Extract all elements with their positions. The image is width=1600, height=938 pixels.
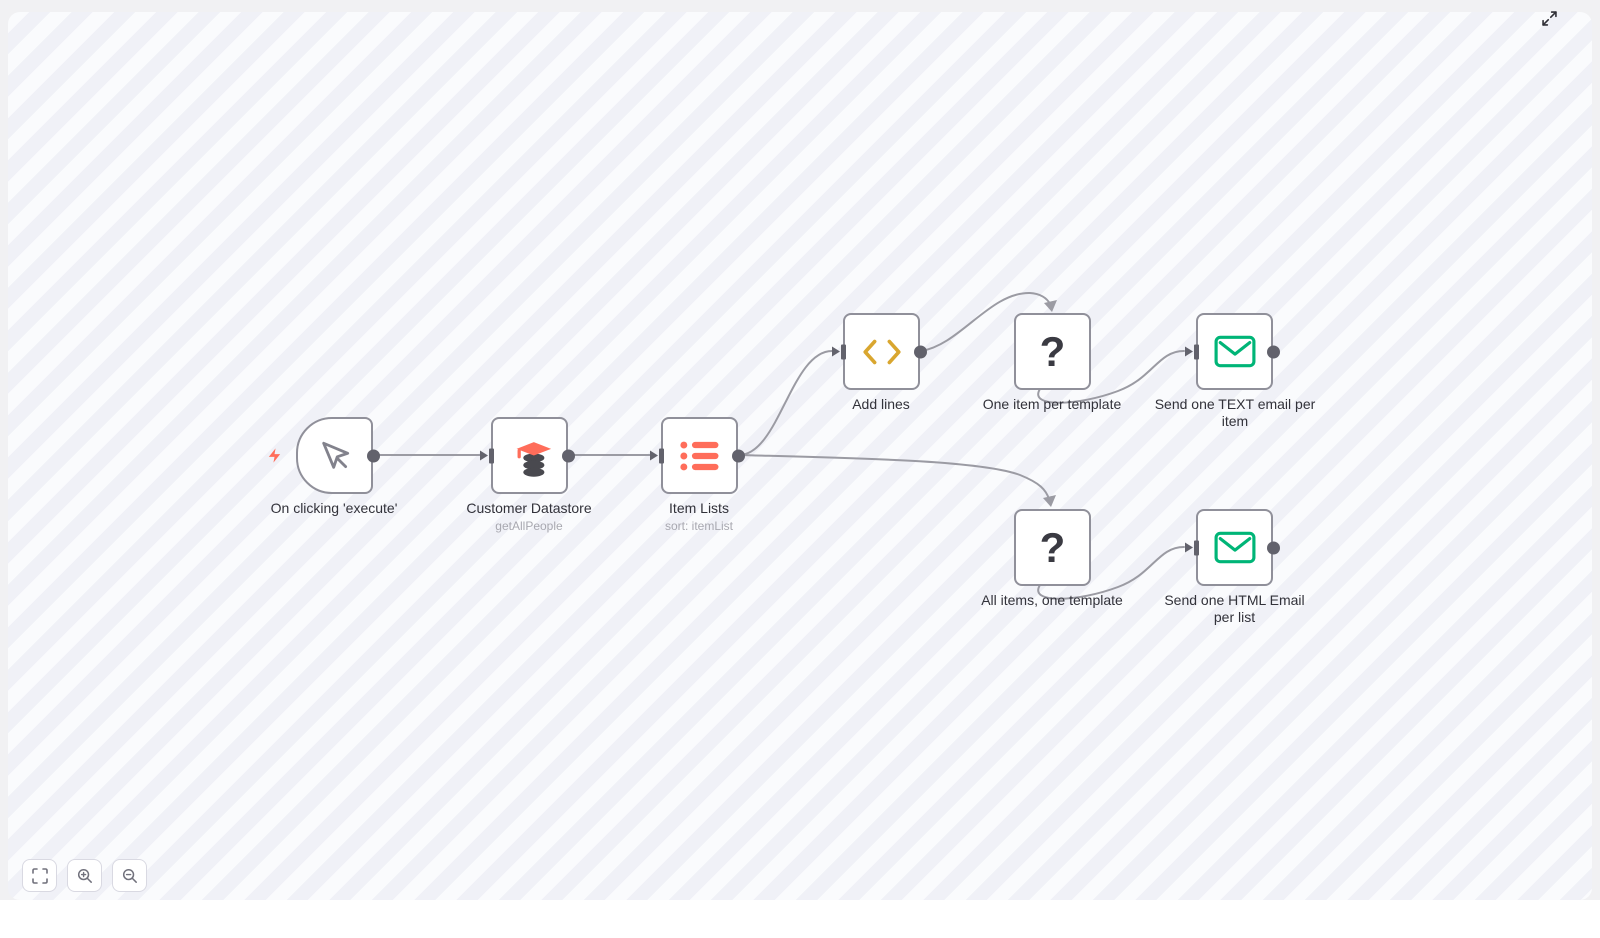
connection-itemlists-allitems[interactable] — [738, 454, 1050, 500]
bottom-strip — [0, 900, 1600, 938]
node-customer-datastore[interactable] — [489, 417, 575, 494]
input-port[interactable] — [1194, 540, 1199, 555]
connection-arrow — [1043, 495, 1056, 507]
node-label: On clicking 'execute' — [270, 500, 398, 516]
zoom-in-icon — [77, 868, 92, 883]
input-port[interactable] — [841, 344, 846, 359]
node-add-lines[interactable] — [841, 313, 927, 390]
list-icon — [679, 441, 718, 470]
input-port[interactable] — [489, 448, 494, 463]
question-mark-icon: ? — [1039, 327, 1066, 375]
code-brackets-icon — [862, 339, 901, 364]
node-one-item-per-template[interactable]: ? — [1014, 313, 1091, 390]
input-port[interactable] — [659, 448, 664, 463]
node-label: One item per template — [982, 396, 1122, 412]
node-label: Item Lists — [669, 500, 729, 516]
output-port[interactable] — [914, 345, 927, 358]
envelope-icon — [1214, 335, 1255, 368]
connection-oneitem-sendtext[interactable] — [1037, 350, 1185, 404]
graduation-cap-database-icon — [516, 441, 551, 477]
fit-view-icon — [31, 867, 48, 884]
output-port[interactable] — [562, 449, 575, 462]
zoom-out-button[interactable] — [112, 859, 147, 892]
node-label: Send one TEXT email per item — [1154, 396, 1316, 429]
node-label: Customer Datastore — [466, 500, 592, 516]
output-port[interactable] — [1267, 541, 1280, 554]
input-port[interactable] — [1194, 344, 1199, 359]
node-on-clicking-execute[interactable] — [296, 417, 380, 494]
node-subtitle: getAllPeople — [495, 519, 563, 533]
node-subtitle: sort: itemList — [664, 519, 733, 533]
zoom-out-icon — [122, 868, 137, 883]
connection-addlines-oneitem[interactable] — [920, 291, 1051, 352]
envelope-icon — [1214, 531, 1255, 564]
fit-view-button[interactable] — [22, 859, 57, 892]
lightning-bolt-icon — [268, 448, 281, 463]
canvas-controls — [22, 859, 147, 892]
connection-itemlists-addlines[interactable] — [738, 350, 833, 456]
node-label: Add lines — [852, 396, 910, 412]
connection-allitems-sendhtml[interactable] — [1037, 546, 1185, 600]
output-port[interactable] — [1267, 345, 1280, 358]
expand-icon — [1541, 10, 1557, 26]
zoom-in-button[interactable] — [67, 859, 102, 892]
connection-arrow — [1044, 300, 1057, 312]
node-send-text-email[interactable] — [1194, 313, 1280, 390]
node-all-items-one-template[interactable]: ? — [1014, 509, 1091, 586]
node-label: Send one HTML Email per list — [1164, 592, 1305, 625]
node-item-lists[interactable] — [659, 417, 745, 494]
mouse-pointer-icon — [321, 441, 349, 469]
question-mark-icon: ? — [1039, 523, 1066, 571]
output-port[interactable] — [367, 449, 380, 462]
output-port[interactable] — [732, 449, 745, 462]
expand-button[interactable] — [1540, 9, 1558, 27]
node-label: All items, one template — [981, 592, 1123, 608]
node-send-html-email[interactable] — [1194, 509, 1280, 586]
